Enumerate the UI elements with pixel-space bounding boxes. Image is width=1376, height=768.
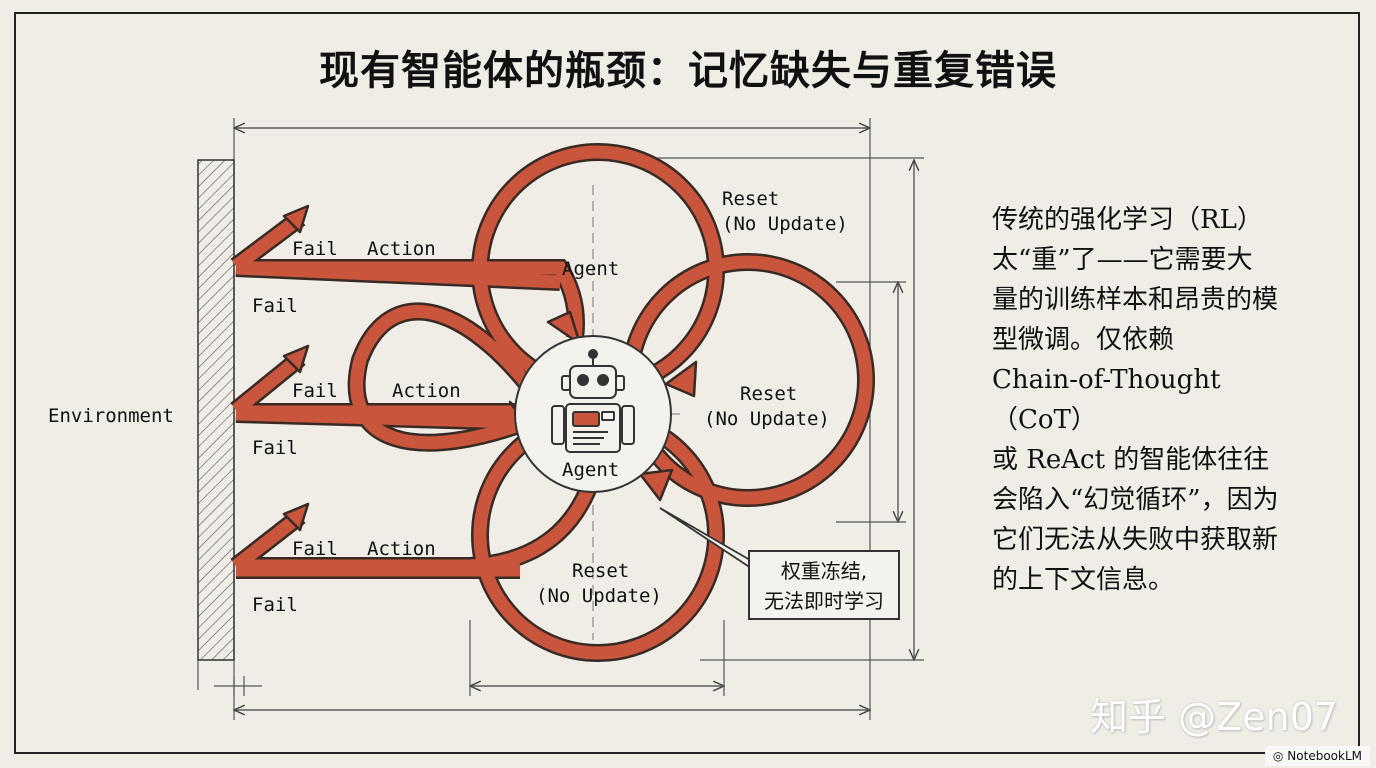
fail-label: Fail	[252, 594, 298, 616]
reset-label: Reset	[572, 560, 629, 582]
fail-label: Fail	[292, 538, 338, 560]
reset-label: Reset	[722, 188, 779, 210]
weights-frozen-callout: 权重冻结, 无法即时学习	[748, 550, 900, 620]
fail-label: Fail	[292, 380, 338, 402]
fail-label: Fail	[252, 295, 298, 317]
environment-label: Environment	[48, 405, 174, 427]
fail-arrowhead-3	[282, 502, 310, 532]
brand-label: NotebookLM	[1287, 749, 1362, 763]
fail-label: Fail	[252, 437, 298, 459]
reset-label: Reset	[740, 383, 797, 405]
agent-label-center: Agent	[562, 459, 619, 481]
reset-sublabel: (No Update)	[722, 213, 848, 235]
callout-line-1: 权重冻结,	[780, 559, 868, 583]
agent-label-top: Agent	[562, 258, 619, 280]
dimension-lines	[197, 118, 924, 720]
action-label: Action	[367, 238, 436, 260]
callout-line-2: 无法即时学习	[764, 589, 884, 613]
reset-sublabel: (No Update)	[536, 585, 662, 607]
fail-arrowhead-2	[282, 344, 310, 374]
reset-arrowhead-2	[638, 468, 674, 502]
notebooklm-badge: ◎ NotebookLM	[1264, 746, 1370, 766]
fail-label: Fail	[292, 238, 338, 260]
zhihu-watermark: 知乎 @Zen07	[1090, 695, 1338, 739]
notebooklm-icon: ◎	[1272, 749, 1284, 763]
callout-pointer	[659, 507, 755, 571]
environment-wall	[197, 159, 235, 661]
reset-arrowhead-1	[664, 360, 698, 398]
fail-arrowhead-1	[282, 204, 310, 234]
reset-sublabel: (No Update)	[704, 408, 830, 430]
action-label: Action	[367, 538, 436, 560]
explanation-text: 传统的强化学习（RL） 太“重”了——它需要大 量的训练样本和昂贵的模 型微调。…	[992, 205, 1279, 595]
robot-icon	[551, 349, 635, 453]
action-label: Action	[392, 380, 461, 402]
slide-frame	[14, 12, 1360, 754]
action-arrowhead-1	[546, 310, 582, 346]
page-title: 现有智能体的瓶颈：记忆缺失与重复错误	[319, 48, 1057, 94]
